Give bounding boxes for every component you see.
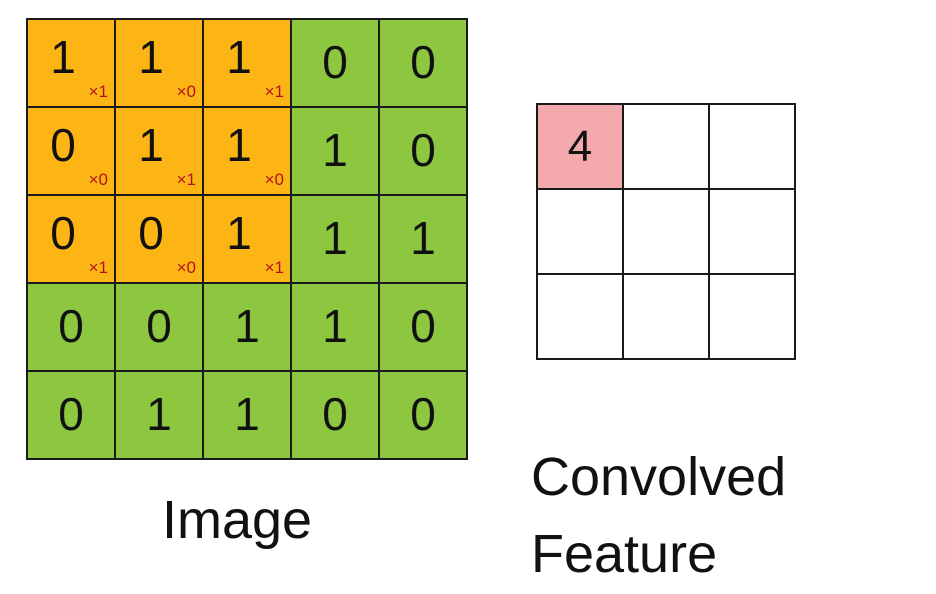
- image-caption: Image: [162, 490, 313, 550]
- image-cell: 1: [204, 372, 290, 458]
- pixel-value: 1: [410, 212, 436, 264]
- feature-cell-empty: [538, 190, 622, 273]
- pixel-value: 1: [138, 31, 164, 83]
- kernel-cell: 1 ×0: [116, 20, 202, 106]
- pixel-value: 1: [138, 119, 164, 171]
- pixel-value: 1: [226, 119, 252, 171]
- feature-cell-empty: [710, 275, 794, 358]
- kernel-weight: ×1: [176, 170, 196, 189]
- pixel-value: 1: [322, 300, 348, 352]
- kernel-weight: ×1: [88, 82, 108, 101]
- pixel-value: 0: [410, 36, 436, 88]
- image-cell: 1: [116, 372, 202, 458]
- image-cell: 0: [380, 284, 466, 370]
- kernel-weight: ×0: [176, 258, 196, 277]
- kernel-cell: 0 ×1: [28, 196, 114, 282]
- pixel-value: 0: [50, 119, 76, 171]
- kernel-cell: 1 ×0: [204, 108, 290, 194]
- feature-cell-empty: [624, 275, 708, 358]
- pixel-value: 0: [322, 388, 348, 440]
- kernel-weight: ×0: [88, 170, 108, 189]
- kernel-weight: ×0: [264, 170, 284, 189]
- kernel-cell: 0 ×0: [28, 108, 114, 194]
- image-cell: 0: [292, 372, 378, 458]
- pixel-value: 1: [234, 388, 260, 440]
- kernel-cell: 1 ×1: [28, 20, 114, 106]
- pixel-value: 1: [226, 31, 252, 83]
- kernel-cell: 1 ×1: [204, 20, 290, 106]
- feature-cell-empty: [538, 275, 622, 358]
- image-cell: 1: [380, 196, 466, 282]
- image-cell: 0: [28, 372, 114, 458]
- pixel-value: 1: [50, 31, 76, 83]
- image-cell: 1: [292, 284, 378, 370]
- pixel-value: 0: [410, 300, 436, 352]
- pixel-value: 0: [50, 207, 76, 259]
- pixel-value: 0: [322, 36, 348, 88]
- kernel-cell: 1 ×1: [116, 108, 202, 194]
- pixel-value: 0: [58, 388, 84, 440]
- image-cell: 0: [116, 284, 202, 370]
- pixel-value: 1: [234, 300, 260, 352]
- pixel-value: 0: [410, 388, 436, 440]
- kernel-cell: 0 ×0: [116, 196, 202, 282]
- pixel-value: 0: [138, 207, 164, 259]
- image-cell: 0: [380, 372, 466, 458]
- kernel-cell: 1 ×1: [204, 196, 290, 282]
- kernel-weight: ×0: [176, 82, 196, 101]
- kernel-weight: ×1: [264, 258, 284, 277]
- pixel-value: 1: [322, 124, 348, 176]
- convolved-feature-grid: 4: [536, 103, 796, 360]
- image-cell: 1: [292, 196, 378, 282]
- image-cell: 0: [28, 284, 114, 370]
- pixel-value: 1: [226, 207, 252, 259]
- image-cell: 1: [292, 108, 378, 194]
- feature-cell-empty: [710, 190, 794, 273]
- feature-cell-empty: [624, 190, 708, 273]
- feature-cell-empty: [624, 105, 708, 188]
- feature-caption-line1: Convolved: [531, 447, 787, 507]
- image-cell: 0: [380, 20, 466, 106]
- pixel-value: 0: [146, 300, 172, 352]
- kernel-weight: ×1: [88, 258, 108, 277]
- image-cell: 0: [380, 108, 466, 194]
- feature-caption-line2: Feature: [531, 524, 718, 584]
- kernel-weight: ×1: [264, 82, 284, 101]
- pixel-value: 1: [146, 388, 172, 440]
- feature-cell-filled: 4: [538, 105, 622, 188]
- pixel-value: 1: [322, 212, 348, 264]
- image-cell: 1: [204, 284, 290, 370]
- image-cell: 0: [292, 20, 378, 106]
- feature-cell-empty: [710, 105, 794, 188]
- pixel-value: 0: [58, 300, 84, 352]
- pixel-value: 0: [410, 124, 436, 176]
